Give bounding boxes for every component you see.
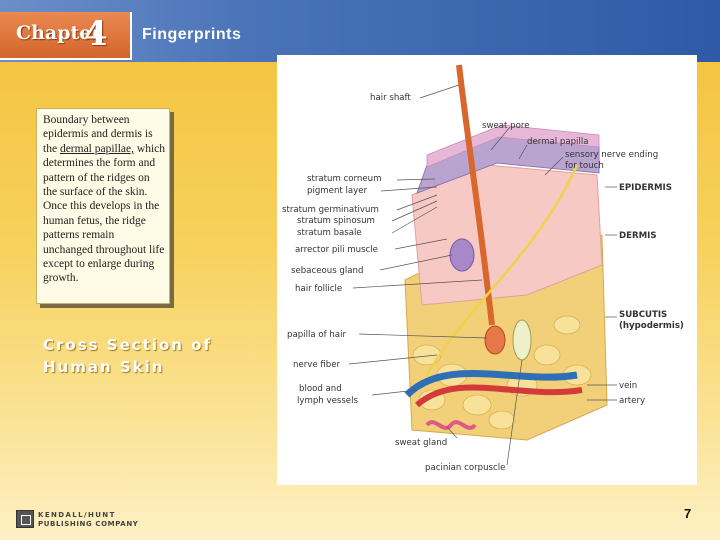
label-arrector-pili: arrector pili muscle	[295, 245, 378, 255]
pacinian-corpuscle-shape	[512, 319, 532, 361]
label-epidermis: EPIDERMIS	[619, 183, 672, 193]
vein-vessel	[404, 369, 578, 398]
chapter-number: 4	[84, 14, 108, 54]
label-subcutis-1: SUBCUTIS	[619, 310, 667, 320]
figure-caption: Cross Section of Human Skin	[43, 334, 263, 378]
label-hair-shaft: hair shaft	[370, 93, 411, 103]
definition-note: Boundary between epidermis and dermis is…	[36, 108, 170, 304]
chapter-badge: Chapter 4	[0, 12, 132, 60]
label-stratum-germinativum: stratum germinativum	[282, 205, 379, 215]
hair-bulb	[484, 325, 506, 355]
slide-title: Fingerprints	[142, 26, 242, 43]
label-sweat-pore: sweat pore	[482, 121, 530, 131]
artery-vessel	[415, 384, 583, 408]
skin-cross-section-figure: hair shaft sweat pore dermal papilla sen…	[277, 55, 697, 485]
label-sensory-nerve-1: sensory nerve ending	[565, 150, 658, 160]
sebaceous-gland-shape	[449, 238, 475, 272]
label-hair-follicle: hair follicle	[295, 284, 342, 294]
label-artery: artery	[619, 396, 645, 406]
publisher-company: PUBLISHING COMPANY	[38, 520, 139, 528]
caption-line-2: Human Skin	[43, 358, 165, 376]
label-pigment-layer: pigment layer	[307, 186, 368, 196]
chapter-word: Chapter	[16, 22, 102, 44]
note-term: dermal papillae,	[59, 142, 135, 155]
page-number: 7	[684, 506, 692, 521]
label-vein: vein	[619, 381, 637, 391]
label-stratum-spinosum: stratum spinosum	[297, 216, 375, 226]
hair-shaft	[456, 64, 495, 326]
label-stratum-corneum: stratum corneum	[307, 174, 381, 184]
label-stratum-basale: stratum basale	[297, 228, 362, 238]
label-pacinian-corpuscle: pacinian corpuscle	[425, 463, 505, 473]
leader-lines	[348, 84, 617, 466]
caption-line-1: Cross Section of	[43, 336, 213, 354]
label-nerve-fiber: nerve fiber	[293, 360, 341, 370]
note-text-before: Boundary between epidermis and dermis is…	[43, 114, 153, 155]
label-dermis: DERMIS	[619, 231, 657, 241]
label-dermal-papilla: dermal papilla	[527, 137, 589, 147]
publisher-name: KENDALL/HUNT	[38, 511, 116, 519]
sweat-gland-coil	[425, 420, 477, 430]
stratum-corneum-layer	[426, 124, 600, 168]
label-sensory-nerve-2: for touch	[565, 161, 604, 171]
label-sebaceous-gland: sebaceous gland	[291, 266, 363, 276]
label-blood-lymph-1: blood and	[299, 384, 342, 394]
label-papilla-of-hair: papilla of hair	[287, 330, 346, 340]
publisher-mark-icon	[16, 510, 34, 528]
label-sweat-gland: sweat gland	[395, 438, 447, 448]
note-text-after: which determines the form and pattern of…	[43, 142, 165, 285]
skin-diagram: hair shaft sweat pore dermal papilla sen…	[282, 64, 684, 473]
label-blood-lymph-2: lymph vessels	[297, 396, 358, 406]
label-subcutis-2: (hypodermis)	[619, 321, 684, 331]
nerve-fiber-line	[425, 164, 579, 376]
